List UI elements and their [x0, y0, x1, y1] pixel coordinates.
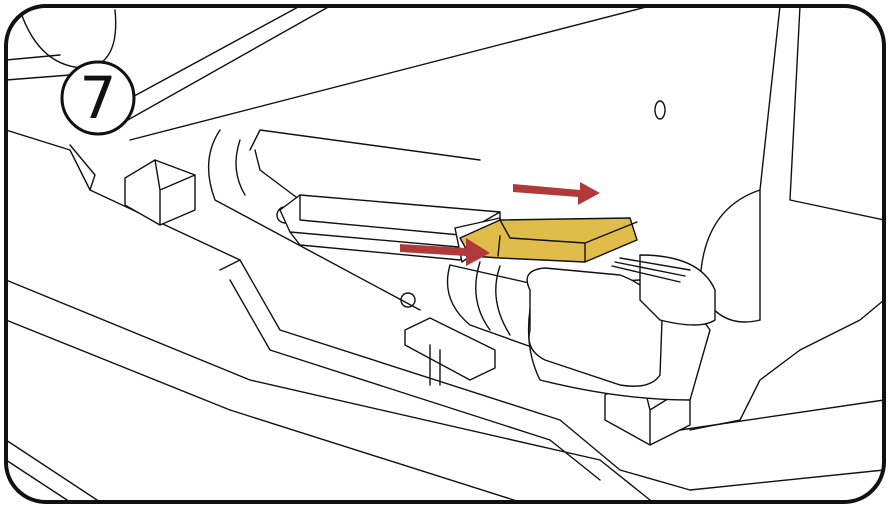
arrow-right-icon [513, 182, 600, 205]
device-drawing [6, 6, 884, 502]
frame-border [4, 4, 886, 504]
step-badge [60, 60, 136, 136]
step-number: 7 [79, 64, 117, 132]
arrow-right-icon [400, 238, 490, 266]
